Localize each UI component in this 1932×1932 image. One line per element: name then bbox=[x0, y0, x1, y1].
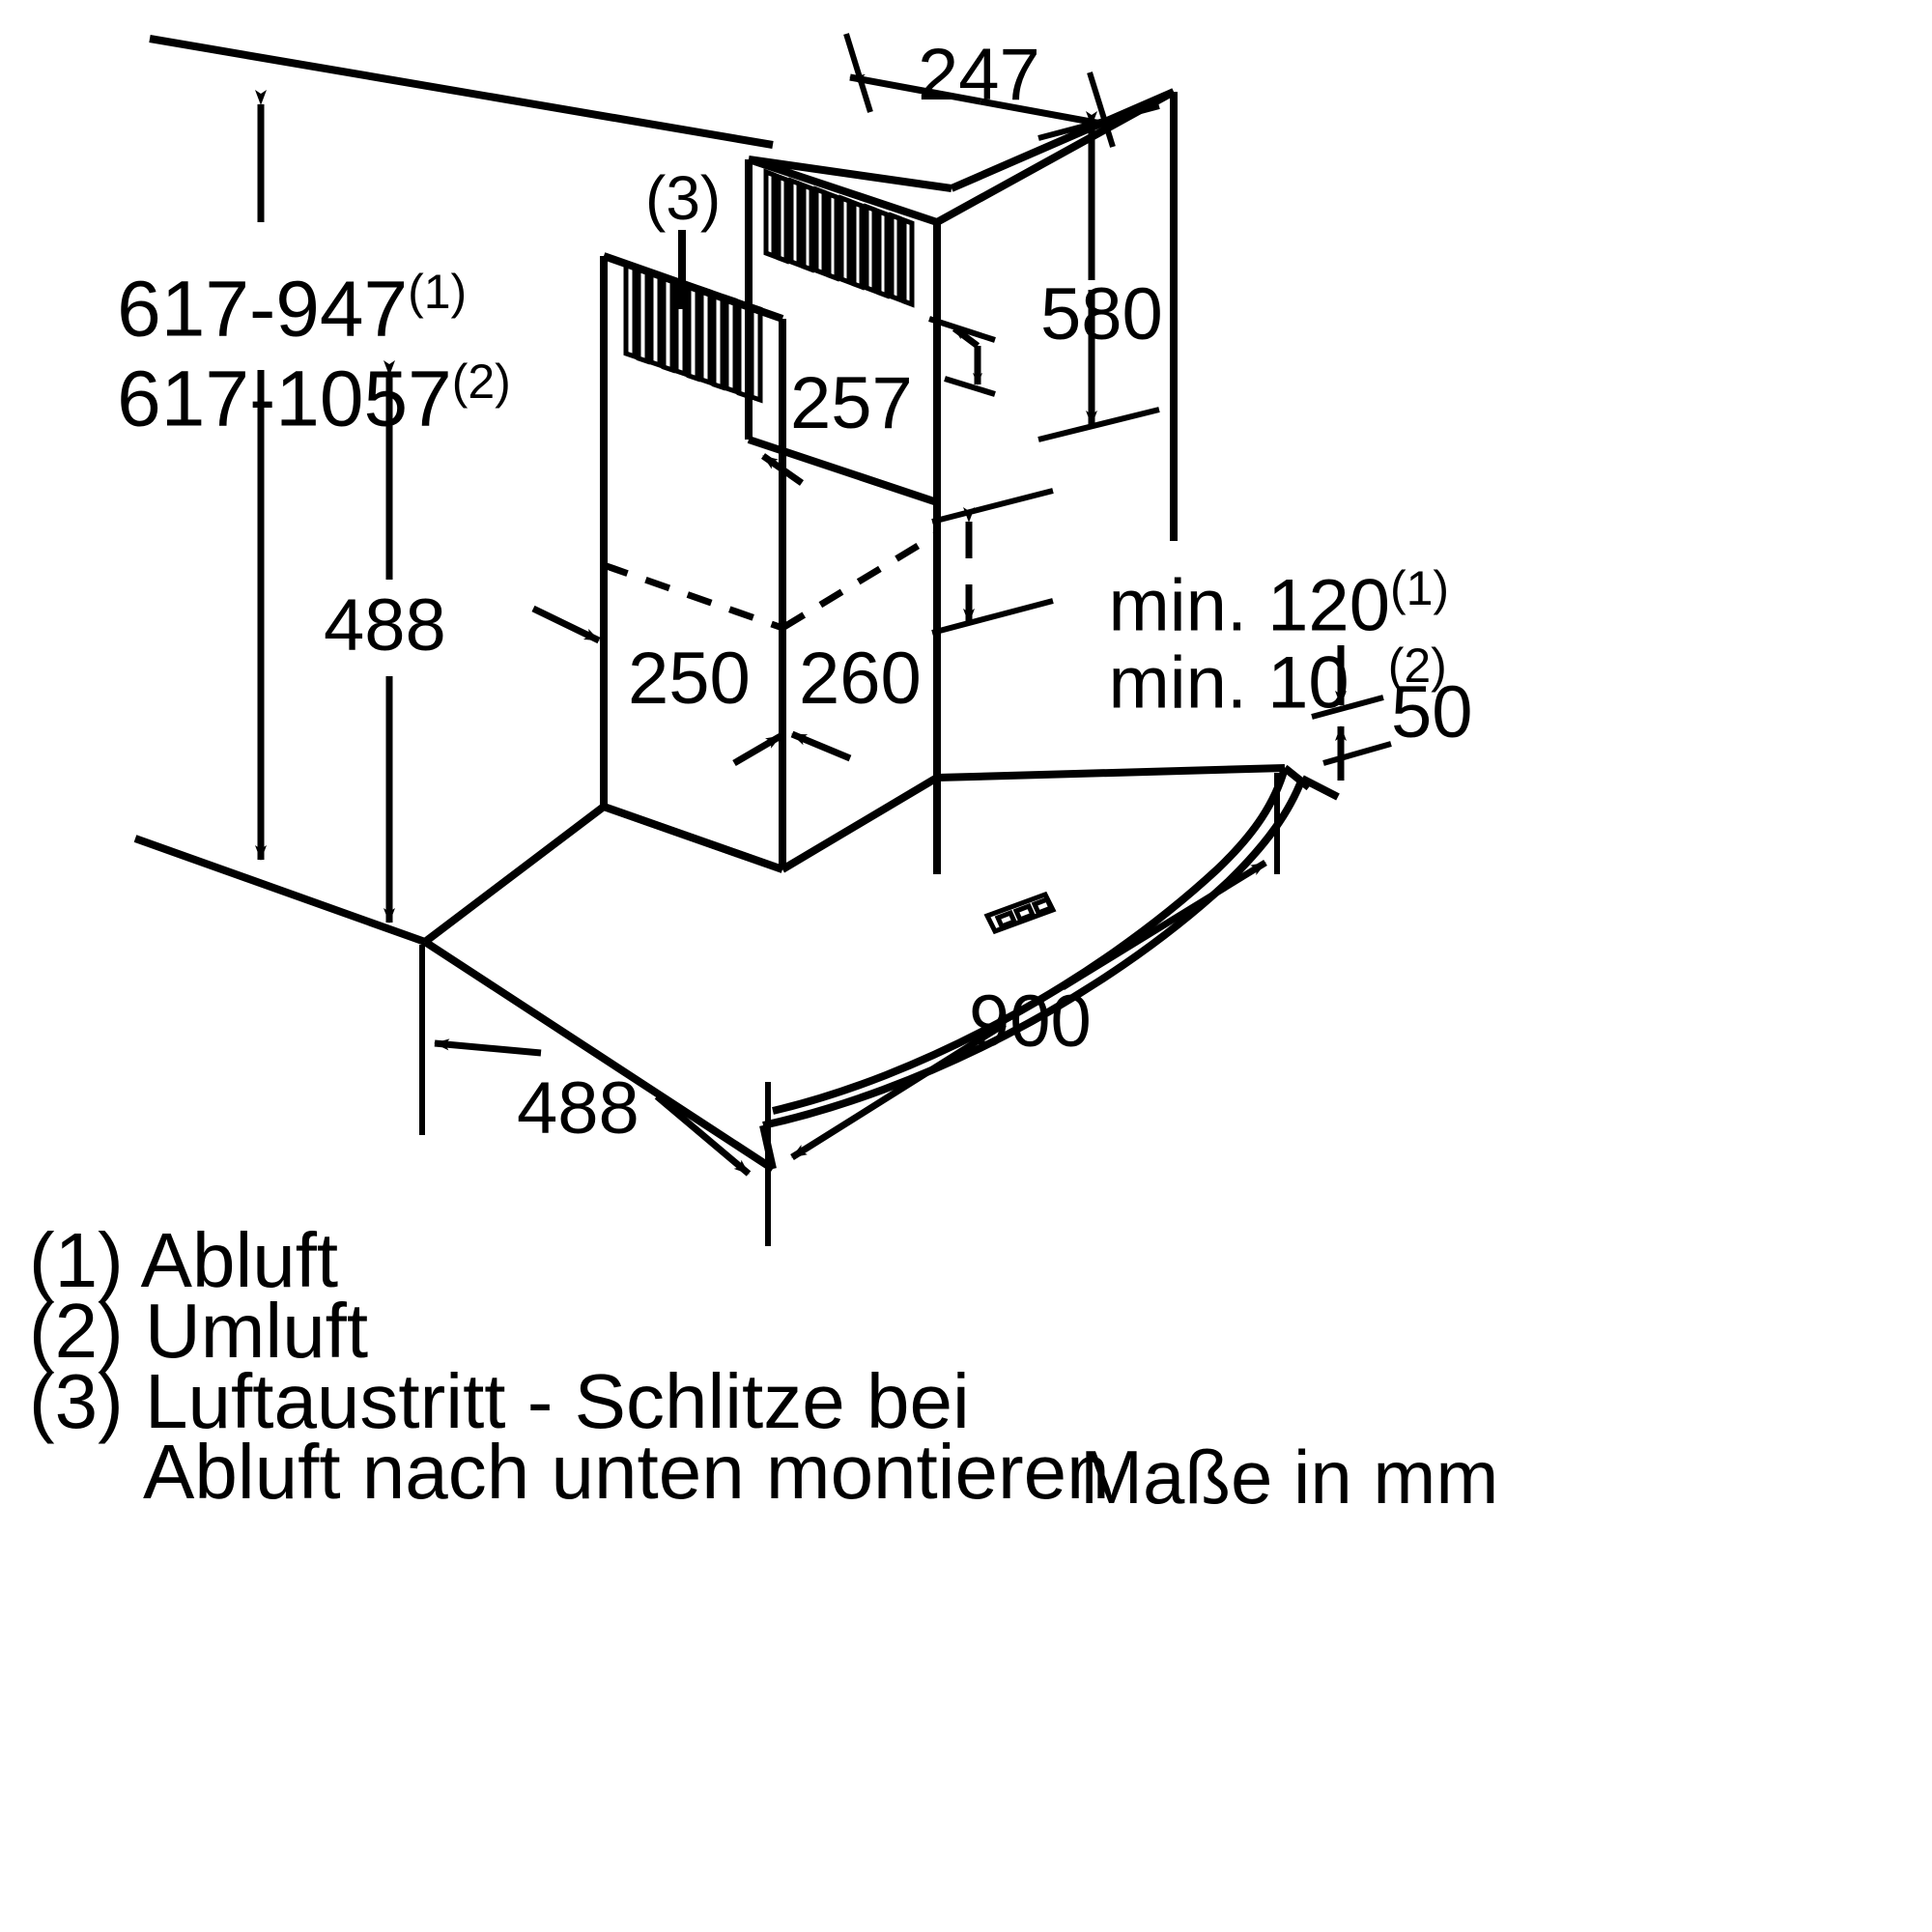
legend-line-4: Abluft nach unten montieren bbox=[143, 1429, 1110, 1515]
ref-marker-1: (1) bbox=[408, 265, 468, 319]
legend-line-3: (3) Luftaustritt - Schlitze bei bbox=[29, 1358, 970, 1444]
dim-min-clearance-exhaust: min. 120(1) bbox=[1108, 561, 1450, 647]
dim-chimney-height-580: 580 bbox=[1040, 273, 1163, 355]
legend-line-1: (1) Abluft bbox=[29, 1217, 339, 1303]
dim-height-recirc: 617-1057(2) bbox=[117, 355, 511, 443]
dim-canopy-depth-488: 488 bbox=[517, 1067, 639, 1150]
upper-guide-lines bbox=[149, 35, 774, 149]
legend-line-2: (2) Umluft bbox=[29, 1288, 369, 1374]
dim-canopy-width-900: 900 bbox=[969, 980, 1092, 1063]
units-note: Maße in mm bbox=[1080, 1435, 1499, 1520]
hood-geometry bbox=[133, 35, 1340, 1173]
dim-chimney-width-250: 250 bbox=[628, 638, 751, 720]
air-outlet-slots-upper bbox=[763, 168, 915, 308]
dim-height-exhaust: 617-947(1) bbox=[117, 265, 468, 354]
canopy bbox=[422, 764, 1340, 1173]
dim-min-clearance-recirc: min. 10(2) bbox=[1108, 639, 1447, 724]
chimney-step-lines bbox=[747, 436, 939, 506]
dim-chimney-width-257: 257 bbox=[790, 362, 913, 444]
ref-marker-2: (2) bbox=[451, 355, 511, 409]
dim-canopy-edge-50: 50 bbox=[1391, 671, 1473, 753]
dim-chimney-depth-top: 247 bbox=[918, 34, 1040, 116]
ref-marker-1b: (1) bbox=[1389, 561, 1450, 615]
upper-chimney bbox=[745, 88, 1178, 874]
dim-chimney-width-260: 260 bbox=[799, 638, 922, 720]
lower-chimney bbox=[600, 252, 786, 873]
hidden-edge-dashed bbox=[602, 531, 939, 632]
lower-guide-lines bbox=[133, 835, 427, 946]
dimension-lines bbox=[255, 33, 1392, 1246]
control-panel bbox=[983, 891, 1057, 935]
ref-marker-2b: (2) bbox=[1387, 639, 1447, 693]
dim-canopy-height-488: 488 bbox=[324, 584, 446, 667]
callout-air-outlet-3: (3) bbox=[645, 163, 722, 233]
